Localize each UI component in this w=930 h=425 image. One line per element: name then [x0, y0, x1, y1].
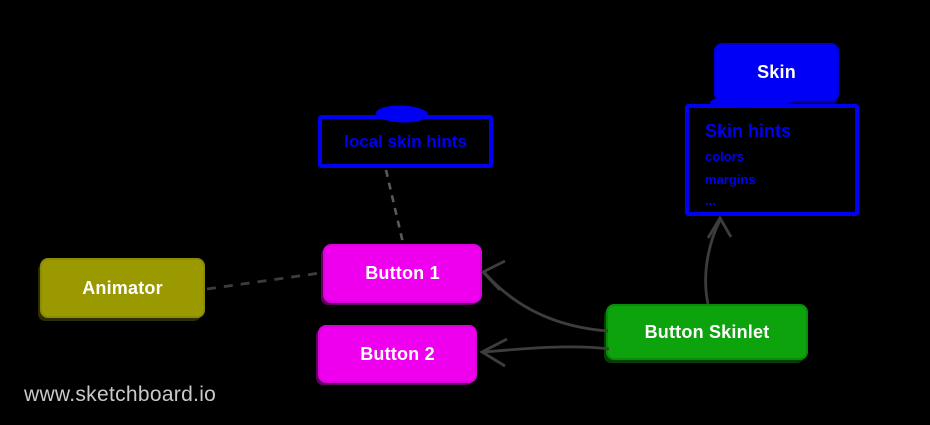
skin-hints-item-margins: margins	[705, 172, 756, 187]
arrowhead-skinhints-icon	[706, 215, 733, 239]
skin-hints-item-ellipsis: ...	[705, 193, 716, 208]
node-button-2[interactable]: Button 2	[318, 325, 477, 383]
node-button-1[interactable]: Button 1	[323, 244, 482, 303]
node-skin-hints[interactable]: Skin hints colors margins ...	[685, 104, 859, 216]
sketchboard-watermark: www.sketchboard.io	[24, 383, 217, 406]
edge-skinlet-button1[interactable]	[482, 271, 609, 333]
edge-skinlet-button2[interactable]	[483, 345, 610, 354]
node-animator[interactable]: Animator	[40, 258, 205, 318]
edge-localhints-button1[interactable]	[384, 169, 405, 244]
skin-hints-item-colors: colors	[705, 149, 745, 164]
arrowhead-button1-icon	[480, 259, 506, 291]
skin-hints-title: Skin hints	[705, 121, 792, 141]
node-skin-label: Skin	[757, 62, 796, 82]
arrowhead-button2-icon	[479, 337, 508, 368]
node-local-skin-hints[interactable]: local skin hints	[318, 115, 493, 168]
node-local-skin-hints-label: local skin hints	[344, 131, 467, 151]
edge-skinlet-skinhints[interactable]	[704, 219, 722, 305]
node-button-1-label: Button 1	[365, 263, 440, 283]
edge-animator-button1[interactable]	[206, 271, 321, 291]
node-button-skinlet[interactable]: Button Skinlet	[606, 304, 808, 360]
node-skin[interactable]: Skin	[714, 43, 839, 102]
node-button-2-label: Button 2	[360, 343, 435, 364]
node-button-skinlet-label: Button Skinlet	[644, 321, 770, 342]
node-animator-label: Animator	[82, 277, 163, 298]
